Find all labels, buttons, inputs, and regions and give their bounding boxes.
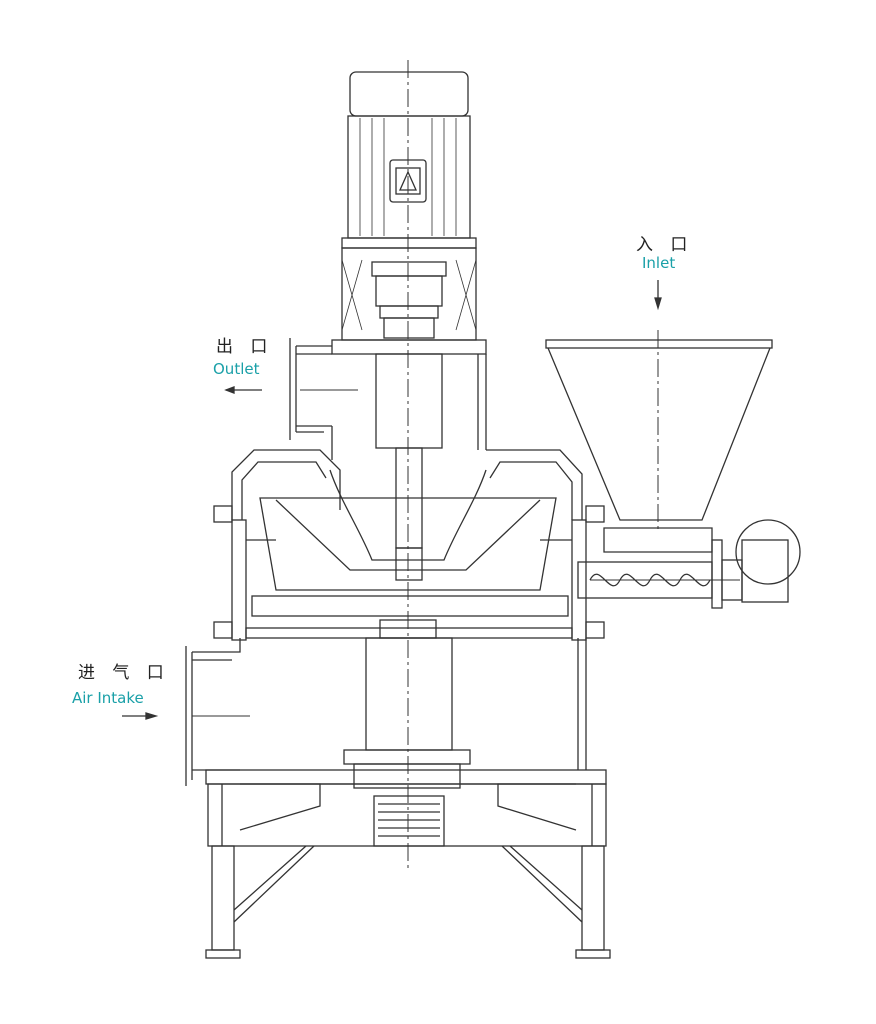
inlet-label-cn: 入 口 — [636, 235, 694, 255]
mill-body — [343, 619, 587, 789]
bellows — [373, 795, 445, 847]
coupling-housing — [341, 247, 477, 341]
outlet-duct — [224, 338, 487, 460]
shaft — [375, 353, 443, 581]
air-intake-label-cn: 进 气 口 — [78, 663, 170, 683]
air-intake — [122, 638, 250, 786]
screw-feeder — [577, 280, 801, 609]
inlet-label: Inlet — [642, 254, 676, 272]
centerline — [407, 60, 659, 870]
outlet-label: Outlet — [213, 360, 260, 378]
motor — [341, 71, 477, 249]
classifier-chamber — [213, 449, 605, 641]
base-frame — [205, 769, 611, 959]
outlet-label-cn: 出 口 — [216, 337, 274, 357]
air-intake-label: Air Intake — [72, 689, 144, 707]
